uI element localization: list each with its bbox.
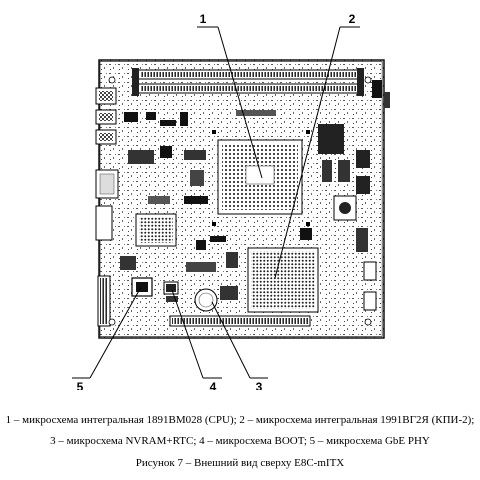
dimm-slots	[132, 68, 390, 108]
kpi2-chip	[247, 247, 319, 313]
callout-4: 4	[210, 380, 217, 390]
board-photo: 1 2 3 4 5	[72, 12, 390, 390]
io-connectors	[95, 87, 119, 327]
gbe-phy-chip	[131, 277, 153, 297]
callout-5: 5	[77, 380, 84, 390]
caption-legend-line-1: 1 – микросхема интегральная 1891ВМ028 (C…	[5, 414, 475, 426]
cpu-chip	[212, 130, 310, 226]
leader-1-diag	[217, 26, 263, 179]
components	[120, 110, 377, 311]
expansion-slot	[169, 315, 311, 327]
mounting-holes	[108, 76, 372, 326]
caption-legend-line-2: 3 – микросхема NVRAM+RTC; 4 – микросхема…	[50, 435, 430, 447]
leader-lines	[72, 26, 360, 379]
figure-title: Рисунок 7 – Внешний вид сверху E8C-mITX	[135, 457, 345, 469]
callout-3: 3	[256, 380, 263, 390]
boot-chip	[163, 281, 179, 302]
leader-3-diag	[211, 301, 251, 379]
callout-1: 1	[200, 12, 207, 26]
leader-5-diag	[89, 286, 142, 379]
callout-2: 2	[349, 12, 356, 26]
leader-4-diag	[171, 289, 204, 379]
nvram-rtc	[194, 286, 238, 312]
secondary-chip	[135, 213, 177, 247]
leader-2-diag	[274, 26, 341, 279]
